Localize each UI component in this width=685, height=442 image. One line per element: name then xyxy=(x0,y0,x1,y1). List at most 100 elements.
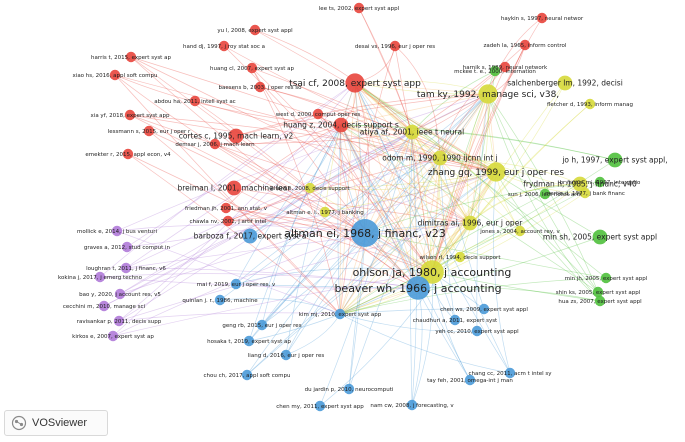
hub-edge xyxy=(439,157,471,224)
network-node[interactable] xyxy=(478,303,490,315)
network-node[interactable] xyxy=(241,369,253,381)
node-label: barboza f, 2017, expert syst a xyxy=(194,232,307,241)
network-node[interactable] xyxy=(218,40,230,52)
network-node[interactable] xyxy=(600,272,612,284)
citation-edge xyxy=(431,183,581,273)
network-node[interactable] xyxy=(189,95,201,107)
hub-edge xyxy=(339,222,471,315)
network-node[interactable] xyxy=(345,73,365,93)
network-node[interactable] xyxy=(243,335,255,347)
network-node[interactable] xyxy=(486,162,506,182)
network-node[interactable] xyxy=(111,225,123,237)
network-node[interactable] xyxy=(280,349,292,361)
network-node[interactable] xyxy=(471,325,483,337)
network-node[interactable] xyxy=(230,278,242,290)
network-node[interactable] xyxy=(121,241,133,253)
network-node[interactable] xyxy=(334,308,346,320)
citation-edge xyxy=(246,171,497,376)
citation-edge xyxy=(354,82,366,234)
network-node[interactable] xyxy=(478,84,498,104)
network-node[interactable] xyxy=(592,286,604,298)
citation-edge xyxy=(130,56,471,224)
node-label: fletcher d, 1993, inform manag xyxy=(547,102,633,108)
network-node[interactable] xyxy=(514,225,526,237)
network-node[interactable] xyxy=(214,294,226,306)
network-node[interactable] xyxy=(464,374,476,386)
vosviewer-badge[interactable]: VOSviewer xyxy=(4,410,108,436)
citation-edge xyxy=(339,313,478,332)
network-node[interactable] xyxy=(519,39,531,51)
network-node[interactable] xyxy=(228,128,244,144)
network-node[interactable] xyxy=(449,314,461,326)
node-label: kokina j, 2017, j emerg techno xyxy=(58,275,143,281)
network-node[interactable] xyxy=(579,187,591,199)
citation-edge xyxy=(339,193,546,315)
network-node[interactable] xyxy=(607,152,623,168)
citation-edge xyxy=(126,171,497,248)
network-node[interactable] xyxy=(539,188,551,200)
network-node[interactable] xyxy=(312,108,324,120)
network-node[interactable] xyxy=(462,215,478,231)
network-node[interactable] xyxy=(125,51,137,63)
network-node[interactable] xyxy=(499,61,511,73)
network-node[interactable] xyxy=(594,295,606,307)
hub-edge xyxy=(354,82,433,273)
citation-edge xyxy=(225,207,433,273)
hub-edge xyxy=(431,93,489,273)
citation-edge xyxy=(339,45,396,315)
network-node[interactable] xyxy=(98,300,110,312)
network-node[interactable] xyxy=(254,81,266,93)
network-node[interactable] xyxy=(432,150,448,166)
network-node[interactable] xyxy=(113,315,125,327)
network-node[interactable] xyxy=(389,40,401,52)
network-node[interactable] xyxy=(107,330,119,342)
network-node[interactable] xyxy=(420,260,444,284)
network-node[interactable] xyxy=(120,262,132,274)
network-node[interactable] xyxy=(504,367,516,379)
node-label: kim mj, 2010, expert syst app xyxy=(299,312,382,318)
network-node[interactable] xyxy=(226,180,242,196)
network-node[interactable] xyxy=(572,176,588,192)
network-node[interactable] xyxy=(406,399,418,411)
network-node[interactable] xyxy=(489,65,501,77)
network-node[interactable] xyxy=(242,228,258,244)
network-node[interactable] xyxy=(209,138,221,150)
network-node[interactable] xyxy=(404,124,420,140)
network-node[interactable] xyxy=(314,400,326,412)
network-node[interactable] xyxy=(94,271,106,283)
citation-edge xyxy=(99,276,419,289)
network-node[interactable] xyxy=(109,69,121,81)
network-node[interactable] xyxy=(594,176,606,188)
network-node[interactable] xyxy=(353,2,365,14)
network-node[interactable] xyxy=(114,288,126,300)
citation-edge xyxy=(431,44,526,273)
network-node[interactable] xyxy=(343,383,355,395)
citation-edge xyxy=(118,82,356,322)
network-node[interactable] xyxy=(584,98,596,110)
network-node[interactable] xyxy=(122,148,134,160)
network-node[interactable] xyxy=(222,215,234,227)
hub-edge xyxy=(340,124,497,173)
network-node[interactable] xyxy=(333,117,349,133)
network-node[interactable] xyxy=(246,62,258,74)
network-node[interactable] xyxy=(143,125,155,137)
network-node[interactable] xyxy=(454,251,466,263)
network-node[interactable] xyxy=(592,229,608,245)
citation-edge xyxy=(340,124,586,194)
network-node[interactable] xyxy=(256,319,268,331)
network-node[interactable] xyxy=(557,75,573,91)
network-node[interactable] xyxy=(124,109,136,121)
network-node[interactable] xyxy=(536,12,548,24)
network-node[interactable] xyxy=(319,206,331,218)
citation-edge xyxy=(130,56,366,234)
network-node[interactable] xyxy=(406,276,430,300)
citation-edge xyxy=(309,171,497,191)
node-label: yu l, 2008, expert syst appl xyxy=(217,28,293,34)
node-label: alfaro e, 2008, decis support xyxy=(271,186,351,192)
network-node[interactable] xyxy=(249,24,261,36)
network-node[interactable] xyxy=(351,219,379,247)
network-node[interactable] xyxy=(304,182,316,194)
network-node[interactable] xyxy=(220,202,232,214)
